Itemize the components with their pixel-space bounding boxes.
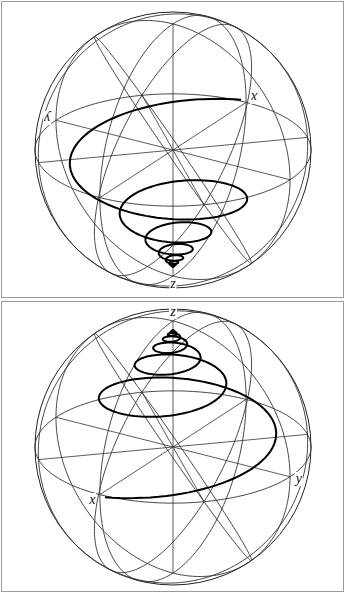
panel-frame bbox=[2, 2, 344, 298]
axis-label: z bbox=[169, 305, 176, 319]
sphere-panel bbox=[35, 12, 311, 288]
great-circle bbox=[38, 14, 307, 286]
sphere-outline bbox=[35, 309, 311, 585]
axis-label: x bbox=[88, 493, 96, 507]
great-circle bbox=[38, 311, 307, 583]
axis-label: z bbox=[169, 278, 176, 292]
spiral-curve bbox=[99, 330, 276, 498]
spiral-curve bbox=[70, 99, 247, 267]
panel-frame bbox=[2, 302, 344, 592]
axis-label: x bbox=[250, 90, 258, 104]
axis-label: y bbox=[43, 111, 51, 125]
sphere-outline bbox=[35, 12, 311, 288]
sphere-panel bbox=[35, 309, 311, 585]
axis-label: y bbox=[295, 472, 303, 486]
